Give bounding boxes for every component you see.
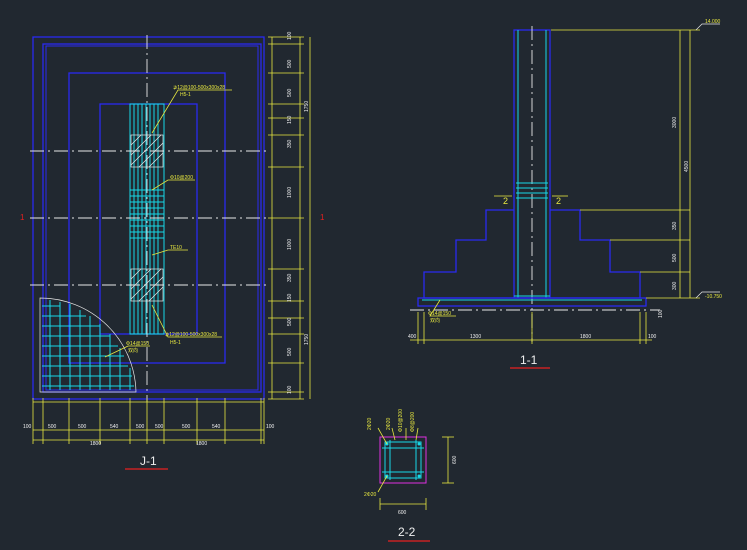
label-2-2-bottom: 2Φ20 bbox=[364, 492, 377, 498]
rebar-label-top: ⊉12@100-500x300x28 bbox=[173, 85, 225, 91]
rebar-label-mid2: TE10 bbox=[170, 245, 182, 251]
svg-text:540: 540 bbox=[212, 424, 221, 430]
elev-bottom: -10.750 bbox=[705, 294, 722, 300]
svg-text:100: 100 bbox=[287, 385, 293, 394]
plan-view: 1 1 ⊉12@100-500x300x28 H5-1 Φ10@200 TE10… bbox=[20, 31, 325, 470]
svg-text:1800: 1800 bbox=[196, 441, 207, 447]
svg-text:500: 500 bbox=[287, 317, 293, 326]
svg-text:1000: 1000 bbox=[287, 187, 293, 198]
section-1-1-title: 1-1 bbox=[520, 353, 538, 367]
rebar-label-mid: Φ10@200 bbox=[170, 175, 193, 181]
svg-text:1800: 1800 bbox=[90, 441, 101, 447]
label-2-2-0: 2Φ20 bbox=[367, 417, 373, 430]
height-dim-1: 350 bbox=[672, 221, 678, 230]
plan-title: J-1 bbox=[140, 454, 157, 468]
cut-mark-left: 2 bbox=[503, 196, 508, 206]
section-2-2-width: 600 bbox=[398, 510, 407, 516]
mesh-label-sub: 双向 bbox=[128, 347, 138, 354]
svg-text:350: 350 bbox=[287, 273, 293, 282]
svg-text:1000: 1000 bbox=[287, 239, 293, 250]
column-stirrup bbox=[384, 441, 422, 479]
svg-text:500: 500 bbox=[136, 424, 145, 430]
width-right: 1800 bbox=[580, 334, 591, 340]
label-2-2-1: 2Φ20 bbox=[386, 417, 392, 430]
axis-mark-right: 1 bbox=[320, 213, 325, 222]
rebar-label-bottom: ⊉12@100-500x300x28 bbox=[165, 332, 217, 338]
svg-text:100: 100 bbox=[287, 31, 293, 40]
footing-base bbox=[417, 297, 647, 307]
rebar-label-bottom-sub: H5-1 bbox=[170, 340, 181, 346]
svg-text:500: 500 bbox=[182, 424, 191, 430]
height-dim-2: 500 bbox=[672, 253, 678, 262]
plan-right-dimensions: 100 500 500 150 350 1000 1000 350 150 50… bbox=[268, 31, 311, 400]
svg-text:1750: 1750 bbox=[304, 334, 310, 345]
section-2-2-title: 2-2 bbox=[398, 525, 416, 539]
svg-text:350: 350 bbox=[287, 139, 293, 148]
width-left: 1300 bbox=[470, 334, 481, 340]
svg-text:1750: 1750 bbox=[304, 101, 310, 112]
mesh-quarter bbox=[39, 297, 137, 393]
svg-text:500: 500 bbox=[287, 347, 293, 356]
svg-text:150: 150 bbox=[287, 293, 293, 302]
svg-text:500: 500 bbox=[287, 59, 293, 68]
cut-mark-right: 2 bbox=[556, 196, 561, 206]
svg-text:500: 500 bbox=[287, 88, 293, 97]
mesh-label: Φ14@150 bbox=[126, 341, 149, 347]
height-dim-0: 3000 bbox=[672, 117, 678, 128]
column-outline bbox=[379, 436, 427, 484]
svg-text:100: 100 bbox=[266, 424, 275, 430]
svg-text:100: 100 bbox=[23, 424, 32, 430]
elev-top: 14.000 bbox=[705, 19, 721, 25]
label-2-2-3: Φ8@200 bbox=[410, 412, 416, 432]
label-2-2-2: Φ10@200 bbox=[398, 409, 404, 432]
section-rebar-label: Φ14@150 bbox=[428, 311, 451, 317]
svg-text:540: 540 bbox=[110, 424, 119, 430]
plan-bottom-dimensions: 100 500 500 540 500 500 500 540 100 1800… bbox=[23, 398, 275, 447]
rebar-label-top-sub: H5-1 bbox=[180, 92, 191, 98]
section-2-2: 2Φ20 2Φ20 Φ10@200 Φ8@200 2Φ20 600 600 2-… bbox=[364, 409, 458, 542]
section-2-2-height: 600 bbox=[452, 455, 458, 464]
left-small: 400 bbox=[408, 334, 417, 340]
height-dim-3: 300 bbox=[672, 281, 678, 290]
svg-text:150: 150 bbox=[287, 115, 293, 124]
svg-text:500: 500 bbox=[155, 424, 164, 430]
right-small: 100 bbox=[648, 334, 657, 340]
section-1-1: 2 2 3000 350 500 300 4500 14.000 -10.750… bbox=[408, 19, 722, 369]
svg-text:500: 500 bbox=[48, 424, 57, 430]
svg-text:500: 500 bbox=[78, 424, 87, 430]
section-rebar-label-sub: 双向 bbox=[430, 317, 440, 324]
height-total: 4500 bbox=[684, 161, 690, 172]
plan-outline-step-2 bbox=[99, 103, 198, 335]
bottom-small: 100 bbox=[658, 309, 664, 318]
axis-mark-left: 1 bbox=[20, 213, 25, 222]
